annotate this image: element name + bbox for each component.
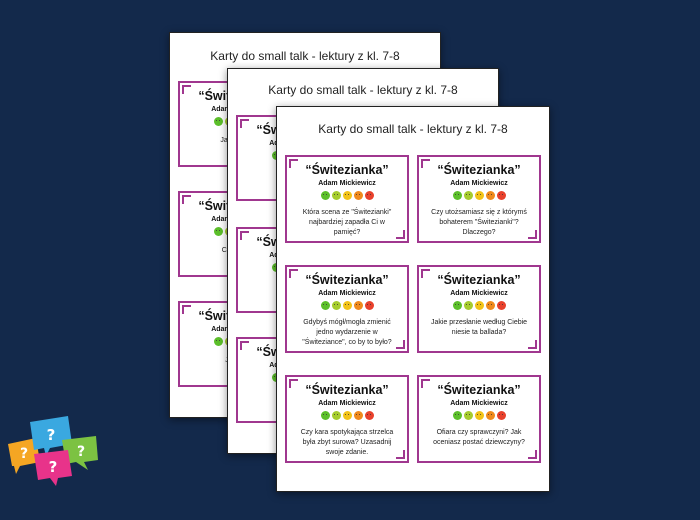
card-question: Czy utożsamiasz się z którymś bohaterem … [431, 209, 527, 236]
rating-face-icon [496, 411, 506, 420]
card-title: “Świtezianka” [305, 273, 389, 287]
card-question: Czy kara spotykająca strzelca była zbyt … [300, 429, 394, 456]
card-author: Adam Mickiewicz [450, 290, 508, 297]
rating-faces [287, 301, 407, 310]
rating-face-icon [485, 411, 495, 420]
rating-faces [287, 191, 407, 200]
rating-faces [419, 411, 539, 420]
question-mark: ? [47, 426, 56, 444]
rating-face-icon [463, 301, 473, 310]
rating-face-icon [485, 191, 495, 200]
card-author: Adam Mickiewicz [318, 180, 376, 187]
sheet-title: Karty do small talk - lektury z kl. 7-8 [268, 83, 458, 97]
card-author: Adam Mickiewicz [318, 400, 376, 407]
rating-face-icon [463, 411, 473, 420]
speech-bubbles-logo: ? ? ? ? [8, 416, 98, 486]
card-question: Która scena ze "Świtezianki" najbardziej… [302, 209, 392, 236]
rating-face-icon [452, 301, 462, 310]
card-title: “Świtezianka” [437, 383, 521, 397]
card-author: Adam Mickiewicz [450, 180, 508, 187]
rating-face-icon [213, 117, 223, 126]
yellow-bubble-icon: ? [8, 438, 40, 474]
rating-face-icon [485, 301, 495, 310]
rating-face-icon [353, 191, 363, 200]
rating-face-icon [364, 301, 374, 310]
card-title: “Świtezianka” [437, 163, 521, 177]
card-question: Gdybyś mógł/mogła zmienić jedno wydarzen… [302, 319, 392, 346]
sheet-title: Karty do small talk - lektury z kl. 7-8 [318, 122, 508, 136]
question-mark: ? [49, 458, 58, 476]
rating-face-icon [320, 191, 330, 200]
green-bubble-icon: ? [62, 436, 98, 470]
rating-face-icon [452, 191, 462, 200]
rating-face-icon [331, 191, 341, 200]
rating-face-icon [213, 227, 223, 236]
rating-face-icon [474, 191, 484, 200]
rating-face-icon [342, 301, 352, 310]
pink-bubble-icon: ? [34, 450, 72, 486]
rating-face-icon [213, 337, 223, 346]
rating-face-icon [342, 411, 352, 420]
rating-face-icon [331, 301, 341, 310]
rating-face-icon [364, 411, 374, 420]
rating-face-icon [474, 411, 484, 420]
blue-bubble-icon: ? [30, 416, 72, 456]
rating-face-icon [463, 191, 473, 200]
rating-face-icon [353, 301, 363, 310]
card-title: “Świtezianka” [305, 383, 389, 397]
rating-face-icon [320, 411, 330, 420]
card-title: “Świtezianka” [437, 273, 521, 287]
card-question: Ofiara czy sprawczyni? Jak oceniasz post… [433, 429, 525, 446]
question-mark: ? [77, 444, 85, 460]
rating-faces [419, 301, 539, 310]
rating-face-icon [331, 411, 341, 420]
rating-face-icon [452, 411, 462, 420]
rating-face-icon [342, 191, 352, 200]
rating-faces [287, 411, 407, 420]
worksheet-front: Karty do small talk - lektury z kl. 7-8 … [276, 106, 550, 492]
rating-faces [419, 191, 539, 200]
card-author: Adam Mickiewicz [450, 400, 508, 407]
card-author: Adam Mickiewicz [318, 290, 376, 297]
rating-face-icon [474, 301, 484, 310]
rating-face-icon [320, 301, 330, 310]
card-question: Jakie przesłanie według Ciebie niesie ta… [430, 319, 528, 336]
rating-face-icon [364, 191, 374, 200]
card-title: “Świtezianka” [305, 163, 389, 177]
question-mark: ? [20, 446, 28, 462]
rating-face-icon [353, 411, 363, 420]
sheet-title: Karty do small talk - lektury z kl. 7-8 [210, 49, 400, 63]
rating-face-icon [496, 301, 506, 310]
rating-face-icon [496, 191, 506, 200]
